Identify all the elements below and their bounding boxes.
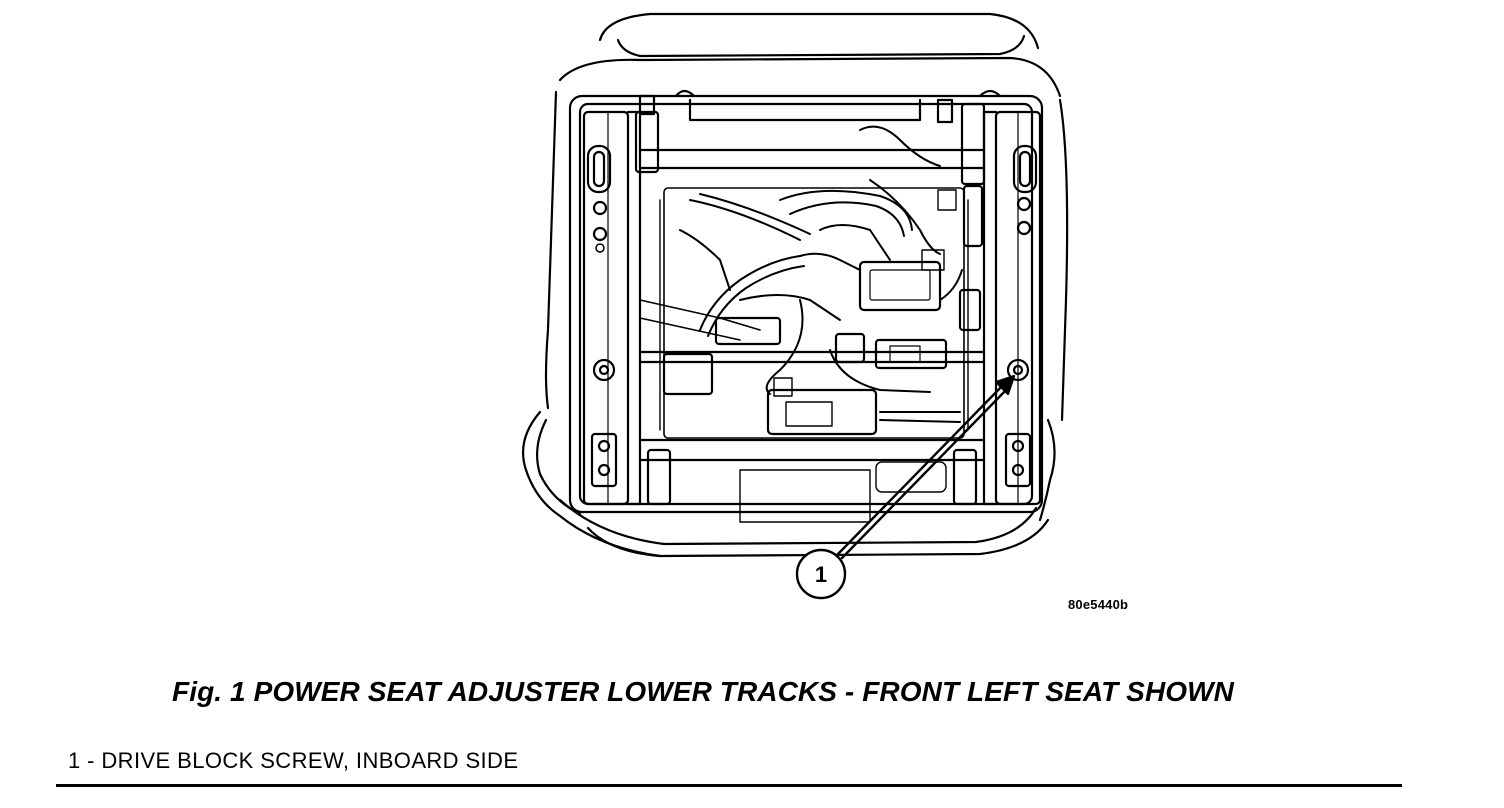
callout-leader (836, 374, 1016, 560)
motors-and-modules (662, 189, 957, 523)
left-track-rail (582, 110, 642, 506)
callout-badge: 1 (795, 548, 847, 600)
figure-caption: Fig. 1 POWER SEAT ADJUSTER LOWER TRACKS … (172, 676, 1234, 707)
wiring-harness (679, 125, 963, 423)
legend-item: 1 - DRIVE BLOCK SCREW, INBOARD SIDE (68, 748, 519, 773)
seat-adjuster-diagram: 1 (522, 12, 1069, 600)
seat-cushion-outline (522, 12, 1069, 558)
cross-members (638, 148, 986, 462)
seat-frame (568, 89, 1044, 514)
right-track-rail (982, 110, 1042, 506)
vertical-slides (634, 94, 986, 506)
callout-number: 1 (815, 562, 827, 587)
figure-code: 80e5440b (1068, 597, 1129, 612)
bottom-rule (56, 784, 1402, 787)
